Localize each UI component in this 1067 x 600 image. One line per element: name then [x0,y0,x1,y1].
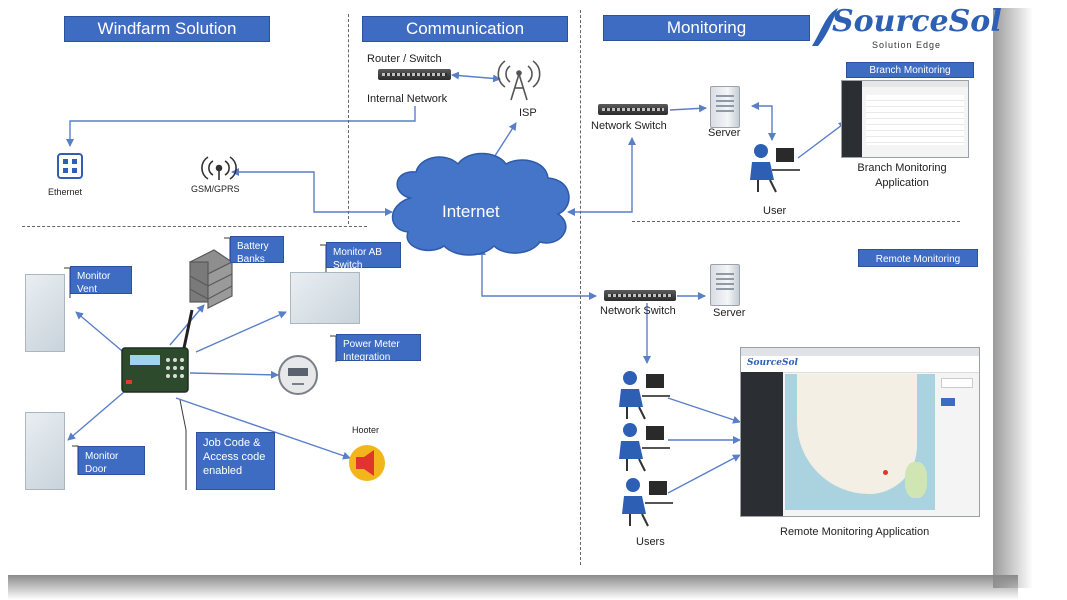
line-controller-door [67,391,125,441]
header-windfarm: Windfarm Solution [64,16,270,42]
header-communication: Communication [362,16,568,42]
line-switch-server-top [669,104,707,113]
line-router-isp [451,71,501,83]
router-switch-device [378,69,451,80]
user-figure-remote-2 [619,423,670,472]
map-island [905,462,927,498]
tag-monitor-door: Monitor Door [78,446,145,475]
tag-battery-banks: Battery Banks [230,236,284,265]
remote-app-titlebar [741,348,979,356]
line-router-ethernet [66,106,416,147]
line-server-user [751,102,776,141]
tag-remote-monitoring: Remote Monitoring [858,249,978,267]
divider-monitoring-horizontal [632,221,960,222]
map-land [797,374,917,494]
vent-sensor-photo [25,274,65,352]
divider-communication-monitoring [580,10,581,565]
divider-windfarm-communication [348,14,349,224]
remote-app-panel-field [941,378,973,388]
network-switch-bottom-label: Network Switch [600,305,676,317]
tag-monitor-vent: Monitor Vent [70,266,132,295]
hooter-label: Hooter [352,425,380,435]
header-monitoring: Monitoring [603,15,810,41]
branch-app-sidebar [842,81,862,157]
ethernet-label: Ethernet [48,187,83,197]
branch-app-topbar [862,81,968,87]
stem-job-code [179,399,187,490]
router-label: Router / Switch [367,53,442,65]
server-bottom-device [710,264,740,306]
power-meter-icon [278,355,318,395]
users-label: Users [636,536,665,548]
isp-tower-icon [497,60,541,101]
network-switch-bottom-device [604,290,676,301]
logo-swoosh [812,8,838,46]
network-switch-top-label: Network Switch [591,120,667,132]
server-top-device [710,86,740,128]
line-user-branch-app [797,121,847,159]
tag-job-code: Job Code & Access code enabled [196,432,275,490]
server-bottom-label: Server [713,307,746,319]
remote-app-panel-button [941,398,955,406]
line-controller-power-meter [189,370,279,379]
gsm-label: GSM/GPRS [191,184,240,194]
branch-app-label: Branch Monitoring Application [857,162,947,189]
logo-name: SourceSol [832,4,1002,39]
isp-label: ISP [519,107,537,119]
door-sensor-photo [25,412,65,490]
controller-device [121,309,194,393]
line-gsm-internet [231,168,393,216]
line-controller-ab-switch [195,311,287,353]
remote-app-label: Remote Monitoring Application [780,526,930,538]
line-internet-switch-bottom [478,247,597,300]
network-switch-top-device [598,104,668,115]
user-label: User [763,205,787,217]
line-internet-switch-top [567,137,636,216]
divider-windfarm-horizontal [22,226,367,227]
page-shadow-right [993,8,1033,588]
map-marker-icon [883,470,888,475]
user-figure-branch [750,144,800,193]
remote-app-sidebar [741,372,783,516]
tag-power-meter: Power Meter Integration [336,334,421,363]
ethernet-icon [57,153,83,179]
battery-rack-icon [188,249,234,309]
logo-tagline: Solution Edge [872,40,942,50]
user-figure-remote-3 [622,478,673,527]
user-figure-remote-1 [619,371,670,420]
line-user1-remote [667,397,741,424]
tag-branch-monitoring: Branch Monitoring [846,62,974,78]
line-user3-remote [667,454,741,494]
remote-app-map [785,374,935,510]
line-controller-vent [75,311,129,357]
remote-app-screen: SourceSol [740,347,980,517]
internal-network-label: Internal Network [367,93,448,105]
remote-app-logo: SourceSol [747,358,798,368]
ab-switch-photo [290,272,360,324]
gsm-icon [201,156,237,180]
hooter-icon [349,445,385,481]
branch-app-screen [841,80,969,158]
branch-app-grid [866,95,964,145]
tag-monitor-ab-switch: Monitor AB Switch [326,242,401,271]
page-shadow-bottom [8,575,1018,600]
line-controller-hooter [175,397,351,460]
line-controller-battery [169,304,205,346]
internet-cloud [391,152,570,256]
server-top-label: Server [708,127,741,139]
connector-lines [66,71,847,494]
internet-label: Internet [442,202,500,221]
remote-app-header [741,356,979,373]
remote-app-panel [941,378,973,418]
